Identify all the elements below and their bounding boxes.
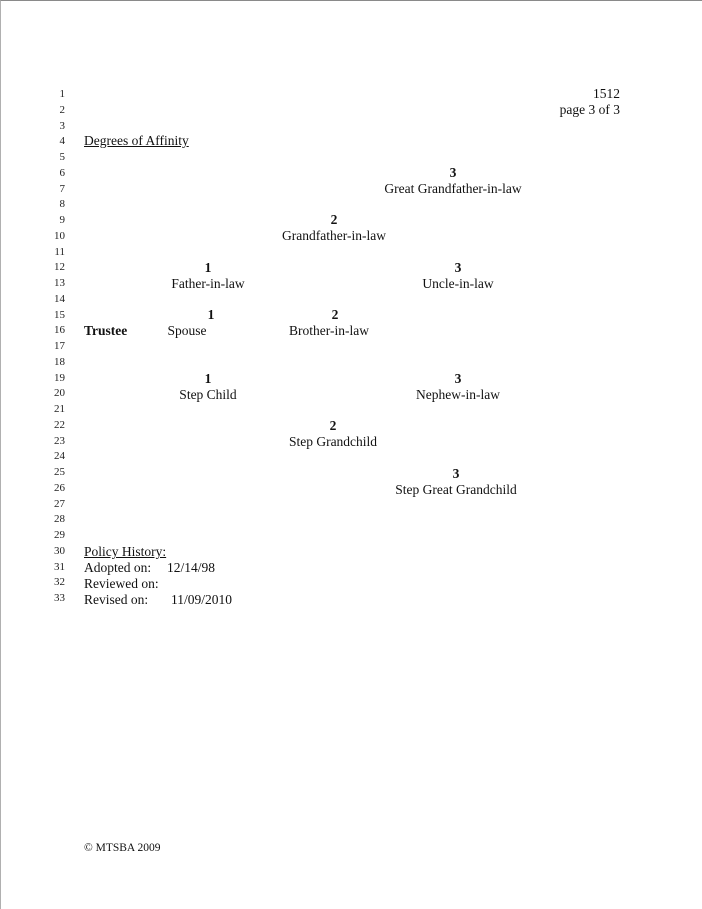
line-number: 12 [54, 261, 65, 274]
line-number: 8 [59, 198, 66, 211]
line-number: 33 [54, 592, 65, 604]
line-number: 26 [54, 481, 65, 494]
line-number: 6 [59, 166, 66, 179]
page-indicator: page 3 of 3 [559, 102, 620, 117]
degree-number: 2 [329, 418, 337, 433]
relation-label: Great Grandfather-in-law [384, 181, 522, 196]
relation-label: Grandfather-in-law [282, 228, 386, 243]
line-number: 31 [54, 560, 65, 573]
line-number: 25 [54, 466, 65, 478]
degree-number: 3 [454, 260, 462, 275]
adopted-date: 12/14/98 [167, 560, 216, 575]
line-number: 20 [54, 387, 65, 400]
line-number: 18 [54, 355, 65, 368]
policy-history-title: Policy History: [84, 544, 167, 559]
adopted-label: Adopted on: [84, 560, 152, 575]
reviewed-label: Reviewed on: [84, 576, 159, 591]
line-number: 5 [59, 151, 66, 163]
revised-date: 11/09/2010 [171, 592, 233, 607]
degree-number: 1 [207, 307, 215, 322]
line-number: 17 [54, 340, 65, 352]
line-number: 13 [54, 277, 65, 289]
node-step-great-grandchild: 3 Step Great Grandchild [395, 466, 516, 498]
line-number: 32 [54, 576, 65, 589]
node-uncle-in-law: 3 Uncle-in-law [422, 260, 493, 292]
line-number: 11 [54, 245, 65, 258]
node-step-grandchild: 2 Step Grandchild [289, 418, 377, 450]
line-number: 7 [59, 182, 66, 195]
line-number: 21 [54, 403, 65, 415]
line-number: 29 [54, 529, 65, 541]
degree-number: 3 [454, 371, 462, 386]
line-number: 14 [54, 292, 65, 305]
degree-number: 3 [452, 466, 460, 481]
node-brother-in-law: 2 Brother-in-law [289, 307, 369, 339]
line-number: 22 [54, 418, 65, 431]
line-number: 3 [59, 119, 66, 132]
line-number: 27 [54, 497, 65, 510]
node-nephew-in-law: 3 Nephew-in-law [416, 371, 500, 403]
line-number: 9 [59, 214, 66, 226]
node-spouse: 1 Spouse [167, 307, 226, 339]
line-number: 24 [54, 450, 65, 463]
revised-label: Revised on: [84, 592, 149, 607]
line-number: 19 [54, 371, 65, 384]
degree-number: 3 [449, 165, 457, 180]
relation-label: Uncle-in-law [422, 276, 494, 291]
node-great-grandfather-in-law: 3 Great Grandfather-in-law [384, 165, 521, 197]
line-number: 30 [54, 544, 65, 557]
relation-label: Father-in-law [171, 276, 245, 291]
line-number: 10 [54, 229, 65, 242]
degree-number: 2 [331, 307, 339, 322]
node-grandfather-in-law: 2 Grandfather-in-law [282, 212, 386, 244]
line-number: 16 [54, 324, 65, 337]
degree-number: 1 [204, 260, 212, 275]
line-number: 1 [59, 88, 66, 100]
line-number: 4 [59, 135, 66, 148]
relation-label: Spouse [167, 323, 207, 338]
node-step-child: 1 Step Child [179, 371, 236, 403]
degree-number: 1 [204, 371, 212, 386]
relation-label: Nephew-in-law [416, 387, 500, 402]
policy-number: 1512 [593, 86, 620, 101]
trustee-label: Trustee [84, 323, 128, 338]
section-title: Degrees of Affinity [84, 133, 189, 148]
relation-label: Step Child [179, 387, 237, 402]
relation-label: Step Great Grandchild [395, 482, 517, 497]
node-father-in-law: 1 Father-in-law [171, 260, 244, 292]
relation-label: Step Grandchild [288, 434, 378, 449]
line-number: 23 [54, 434, 65, 447]
relation-label: Brother-in-law [289, 323, 369, 338]
line-number: 28 [54, 513, 65, 526]
copyright-footer: © MTSBA 2009 [84, 842, 161, 854]
degree-number: 2 [330, 212, 338, 227]
line-number: 15 [54, 308, 65, 321]
line-number: 2 [59, 103, 66, 116]
